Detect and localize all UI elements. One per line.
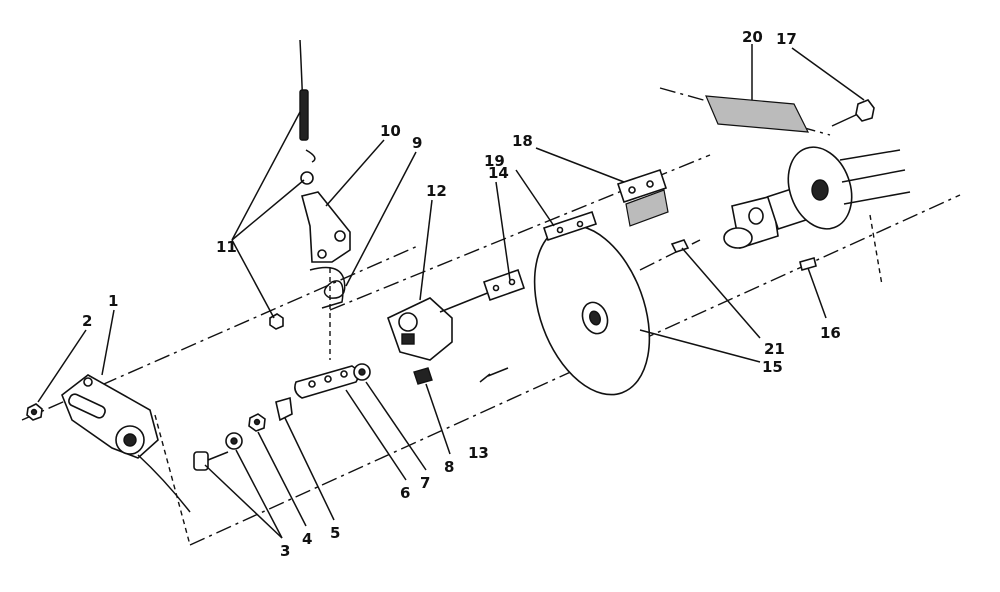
- part-4-nut: [248, 413, 266, 432]
- callout-19: 19: [484, 152, 505, 170]
- part-18-padded-plate: [616, 168, 669, 227]
- part-9-spring: [309, 266, 346, 309]
- callout-8: 8: [444, 458, 454, 476]
- callout-5: 5: [330, 524, 340, 542]
- callout-10: 10: [380, 122, 401, 140]
- callout-21: 21: [764, 340, 785, 358]
- part-2-nut: [26, 403, 43, 421]
- hub-flange-assembly: [723, 146, 911, 250]
- callout-12: 12: [426, 182, 447, 200]
- part-8-clip: [413, 367, 433, 385]
- callout-4: 4: [302, 530, 312, 548]
- callout-7: 7: [420, 474, 430, 492]
- part-19-plate: [542, 210, 598, 242]
- part-14-plate: [482, 268, 526, 302]
- callout-11: 11: [216, 238, 237, 256]
- part-20-decal: [705, 95, 810, 133]
- part-16-key: [799, 257, 817, 271]
- callout-20: 20: [742, 28, 763, 46]
- part-3-bolt-washer: [193, 432, 243, 471]
- part-21-key: [670, 239, 690, 253]
- callout-16: 16: [820, 324, 841, 342]
- callout-6: 6: [400, 484, 410, 502]
- part-17-bolt: [831, 99, 875, 127]
- part-5-clip: [275, 396, 293, 422]
- part-1-bracket: [61, 374, 191, 513]
- part-15-disc: [533, 224, 651, 396]
- part-11-cable-fittings: [269, 39, 316, 330]
- callout-18: 18: [512, 132, 533, 150]
- part-10-lever-bracket: [301, 191, 351, 263]
- callout-13: 13: [468, 444, 489, 462]
- callout-labels: 1 2 3 4 5 6 7 8 9 10 11 12 13 14 15 16 1…: [82, 28, 841, 560]
- callout-9: 9: [412, 134, 422, 152]
- callout-15: 15: [762, 358, 783, 376]
- leader-lines: [37, 44, 865, 539]
- part-12-pulley-housing: [387, 287, 501, 361]
- callout-14: 14: [488, 164, 509, 182]
- callout-3: 3: [280, 542, 290, 560]
- part-6-link-plate: [294, 365, 360, 399]
- part-13-pin: [487, 367, 509, 377]
- callout-2: 2: [82, 312, 92, 330]
- callout-17: 17: [776, 30, 797, 48]
- callout-1: 1: [108, 292, 118, 310]
- part-7-bushing: [353, 363, 371, 381]
